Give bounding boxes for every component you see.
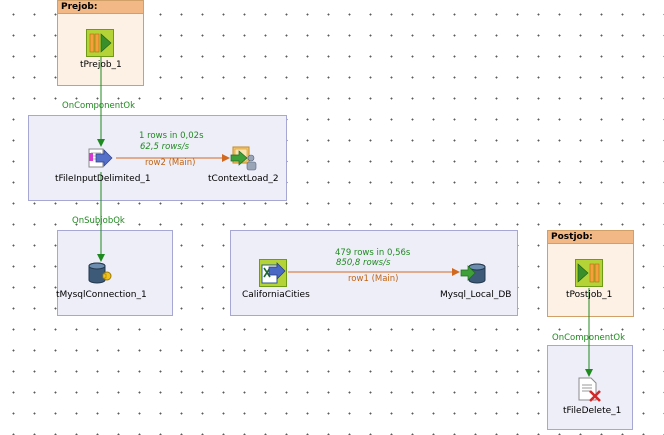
file-input-delimited-label: tFileInputDelimited_1 [55,174,151,184]
mysql-output-icon[interactable] [460,259,488,287]
row1-link-label[interactable]: row1 (Main) [348,274,399,284]
row2-link-label[interactable]: row2 (Main) [145,158,196,168]
california-cities-label: CaliforniaCities [242,290,310,300]
postjob-component-label: tPostjob_1 [566,290,613,300]
mysql-connection-label: tMysqlConnection_1 [56,290,147,300]
mysql-connection-icon[interactable] [86,259,114,287]
prejob-icon[interactable] [86,29,114,57]
postjob-title: Postjob: [548,231,633,244]
prejob-title: Prejob: [58,1,143,14]
postjob-subjob[interactable]: Postjob: [547,230,634,317]
trigger-prejob-ok-label[interactable]: OnComponentOk [62,101,136,111]
row1-stat-rows: 479 rows in 0,56s [335,248,411,258]
context-load-icon[interactable] [230,144,258,172]
context-load-label: tContextLoad_2 [208,174,279,184]
row2-stat-rate: 62,5 rows/s [140,142,189,152]
prejob-component-label: tPrejob_1 [80,60,122,70]
subjob-mysql-connection[interactable] [57,230,173,316]
california-cities-icon[interactable] [259,259,287,287]
trigger-postjob-ok-label[interactable]: OnComponentOk [552,333,626,343]
row2-stat-rows: 1 rows in 0,02s [139,131,204,141]
file-delete-label: tFileDelete_1 [563,406,622,416]
trigger-subjob-ok-label[interactable]: OnSubjobOk [72,216,125,226]
row1-stat-rate: 850,8 rows/s [336,258,391,268]
file-input-delimited-icon[interactable] [86,144,114,172]
mysql-output-label: Mysql_Local_DB [440,290,512,300]
file-delete-icon[interactable] [575,375,603,403]
postjob-icon[interactable] [575,259,603,287]
